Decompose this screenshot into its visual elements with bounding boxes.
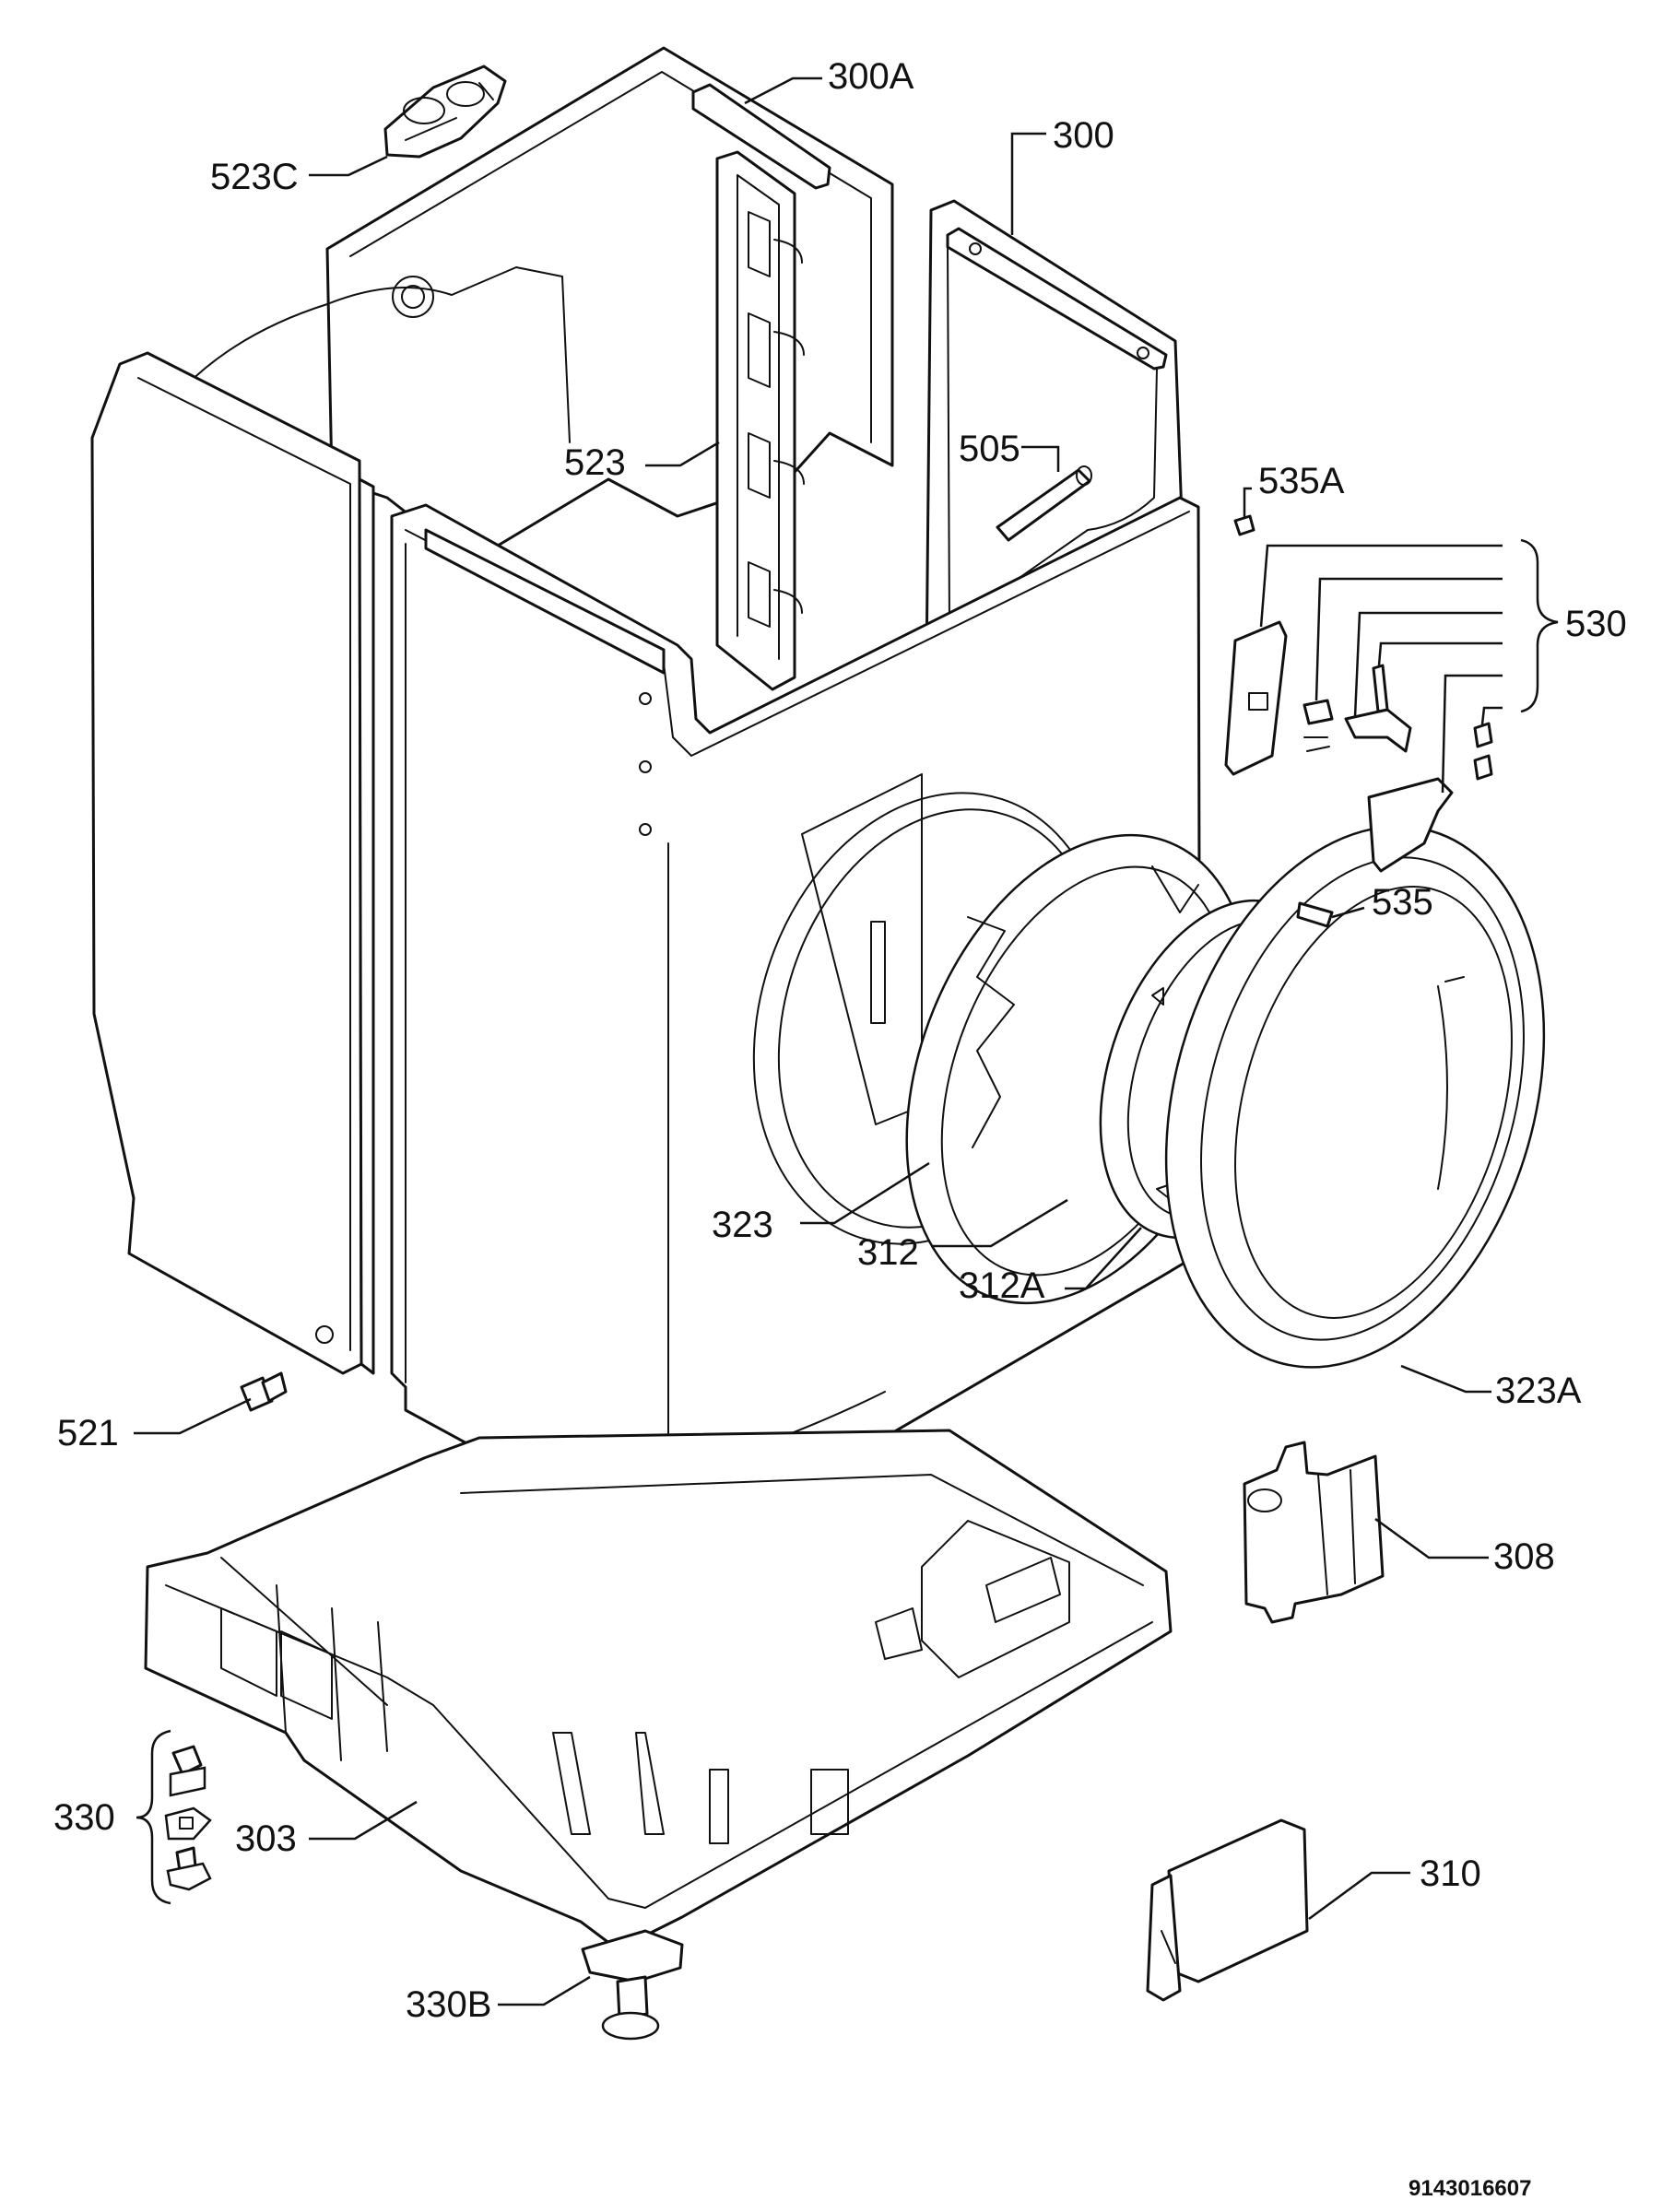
part-left-side-panel	[90, 351, 375, 1375]
label-521: 521	[57, 1413, 119, 1453]
label-523: 523	[564, 442, 626, 483]
label-300a: 300A	[828, 56, 914, 97]
label-323a: 323A	[1495, 1371, 1582, 1411]
label-308: 308	[1493, 1536, 1555, 1577]
bracket-530	[1520, 538, 1559, 713]
part-310-cover	[1146, 1818, 1309, 2002]
part-323a-door	[1164, 825, 1546, 1369]
part-308-hinge	[1243, 1441, 1385, 1624]
label-530: 530	[1565, 604, 1627, 644]
label-535: 535	[1372, 882, 1433, 923]
part-535a-knob	[1233, 514, 1255, 536]
part-330-foot-set	[164, 1745, 212, 1891]
label-330: 330	[53, 1797, 115, 1838]
label-312: 312	[857, 1232, 919, 1273]
label-300: 300	[1053, 115, 1114, 156]
part-535-pin	[1296, 901, 1334, 928]
part-523-rail	[715, 150, 805, 691]
part-330b-foot	[581, 1929, 684, 2041]
bracket-330	[136, 1729, 171, 1905]
label-330b: 330B	[406, 1984, 491, 2025]
document-number: 9143016607	[1409, 2176, 1531, 2201]
label-523c: 523C	[210, 157, 299, 197]
label-312a: 312A	[959, 1265, 1045, 1306]
label-505: 505	[959, 429, 1020, 469]
part-505-rod	[996, 465, 1092, 542]
label-310: 310	[1420, 1853, 1481, 1894]
part-303-base-frame	[144, 1429, 1173, 1951]
part-300-right-frame	[925, 199, 1184, 675]
leader-lines	[134, 76, 1503, 2006]
part-530-lock-assembly	[1224, 620, 1493, 873]
part-523c-clip	[383, 65, 507, 159]
label-323: 323	[712, 1205, 773, 1245]
label-303: 303	[235, 1818, 297, 1859]
part-521-screw	[240, 1371, 288, 1412]
label-535a: 535A	[1258, 461, 1345, 501]
